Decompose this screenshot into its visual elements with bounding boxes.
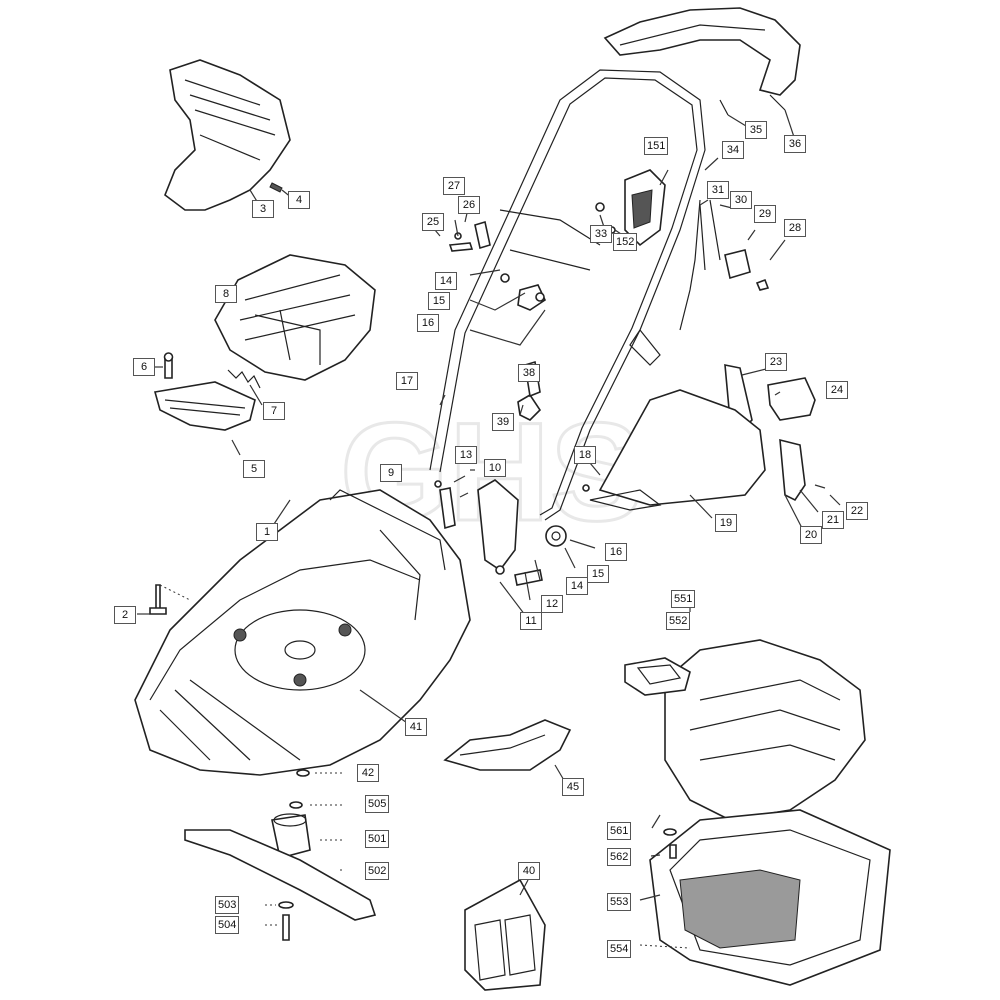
part-label-6: 6 bbox=[133, 358, 155, 376]
part-label-12: 12 bbox=[541, 595, 563, 613]
part-label-40: 40 bbox=[518, 862, 540, 880]
part-label-561: 561 bbox=[607, 822, 632, 840]
part-label-21: 21 bbox=[822, 511, 844, 529]
latch-assembly-part bbox=[152, 352, 263, 456]
part-label-554: 554 bbox=[607, 940, 632, 958]
part-label-31: 31 bbox=[707, 181, 729, 199]
bail-bar-part bbox=[603, 7, 801, 116]
battery-cover-part bbox=[214, 254, 376, 381]
part-label-27: 27 bbox=[443, 177, 465, 195]
part-label-39: 39 bbox=[492, 413, 514, 431]
part-label-16a: 16 bbox=[417, 314, 439, 332]
part-label-36: 36 bbox=[784, 135, 806, 153]
bracket-assembly-part bbox=[589, 364, 826, 511]
part-label-23: 23 bbox=[765, 353, 787, 371]
handle-part bbox=[429, 69, 706, 521]
washer-part bbox=[296, 769, 310, 777]
part-label-562: 562 bbox=[607, 848, 632, 866]
part-label-3: 3 bbox=[252, 200, 274, 218]
part-label-553: 553 bbox=[607, 893, 632, 911]
grip-part bbox=[443, 719, 572, 783]
mower-deck-part bbox=[134, 489, 471, 776]
part-label-9: 9 bbox=[380, 464, 402, 482]
part-label-35: 35 bbox=[745, 121, 767, 139]
part-label-151: 151 bbox=[644, 137, 669, 155]
part-label-15b: 15 bbox=[587, 565, 609, 583]
part-label-30: 30 bbox=[730, 191, 752, 209]
blade-assembly-part bbox=[184, 801, 377, 941]
grass-catcher-part bbox=[624, 639, 891, 986]
part-label-15a: 15 bbox=[428, 292, 450, 310]
part-label-2: 2 bbox=[114, 606, 136, 624]
part-label-28: 28 bbox=[784, 219, 806, 237]
part-label-25: 25 bbox=[422, 213, 444, 231]
part-label-13: 13 bbox=[455, 446, 477, 464]
part-label-5: 5 bbox=[243, 460, 265, 478]
part-label-16b: 16 bbox=[605, 543, 627, 561]
part-label-34: 34 bbox=[722, 141, 744, 159]
part-label-24: 24 bbox=[826, 381, 848, 399]
screw-part bbox=[137, 584, 191, 615]
part-label-551: 551 bbox=[671, 590, 696, 608]
part-label-504: 504 bbox=[215, 916, 240, 934]
part-label-14b: 14 bbox=[566, 577, 588, 595]
part-label-1: 1 bbox=[256, 523, 278, 541]
part-label-11: 11 bbox=[520, 612, 542, 630]
part-label-20: 20 bbox=[800, 526, 822, 544]
switch-box-part bbox=[624, 169, 666, 247]
part-label-26: 26 bbox=[458, 196, 480, 214]
part-label-7: 7 bbox=[263, 402, 285, 420]
part-label-38: 38 bbox=[518, 364, 540, 382]
part-label-42: 42 bbox=[357, 764, 379, 782]
part-label-29: 29 bbox=[754, 205, 776, 223]
part-label-45: 45 bbox=[562, 778, 584, 796]
part-label-152: 152 bbox=[613, 233, 638, 251]
part-label-17: 17 bbox=[396, 372, 418, 390]
part-label-552: 552 bbox=[666, 612, 691, 630]
part-label-501: 501 bbox=[365, 830, 390, 848]
part-label-19: 19 bbox=[715, 514, 737, 532]
part-label-503: 503 bbox=[215, 896, 240, 914]
part-label-502: 502 bbox=[365, 862, 390, 880]
part-label-41: 41 bbox=[405, 718, 427, 736]
rear-cover-part bbox=[164, 59, 293, 211]
part-label-505: 505 bbox=[365, 795, 390, 813]
parts-bag-part bbox=[464, 878, 546, 991]
leader-lines bbox=[269, 109, 841, 949]
part-label-18: 18 bbox=[574, 446, 596, 464]
part-label-8: 8 bbox=[215, 285, 237, 303]
part-label-14a: 14 bbox=[435, 272, 457, 290]
part-label-33: 33 bbox=[590, 225, 612, 243]
part-label-22: 22 bbox=[846, 502, 868, 520]
side-bracket-part bbox=[439, 393, 567, 586]
part-label-10: 10 bbox=[484, 459, 506, 477]
part-label-4: 4 bbox=[288, 191, 310, 209]
